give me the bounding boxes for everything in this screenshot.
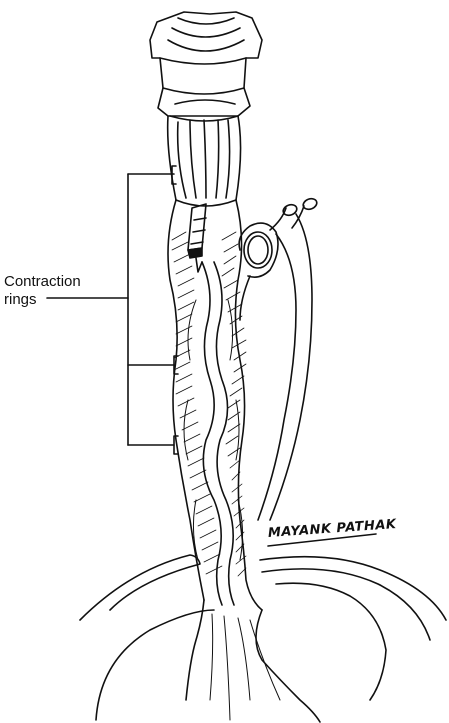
contraction-rings-label-line1: Contraction bbox=[4, 273, 81, 290]
larynx bbox=[149, 11, 263, 117]
diaphragm bbox=[79, 554, 447, 721]
upper-esophagus bbox=[166, 115, 242, 201]
signature-underline bbox=[267, 533, 377, 547]
bracket-lines bbox=[46, 165, 179, 455]
contraction-rings-label-line2: rings bbox=[4, 291, 37, 308]
esophagus-lumen bbox=[183, 261, 244, 606]
stent bbox=[187, 203, 207, 273]
aorta bbox=[238, 197, 318, 521]
esophagus-hatching bbox=[171, 231, 247, 577]
stomach bbox=[185, 599, 321, 723]
